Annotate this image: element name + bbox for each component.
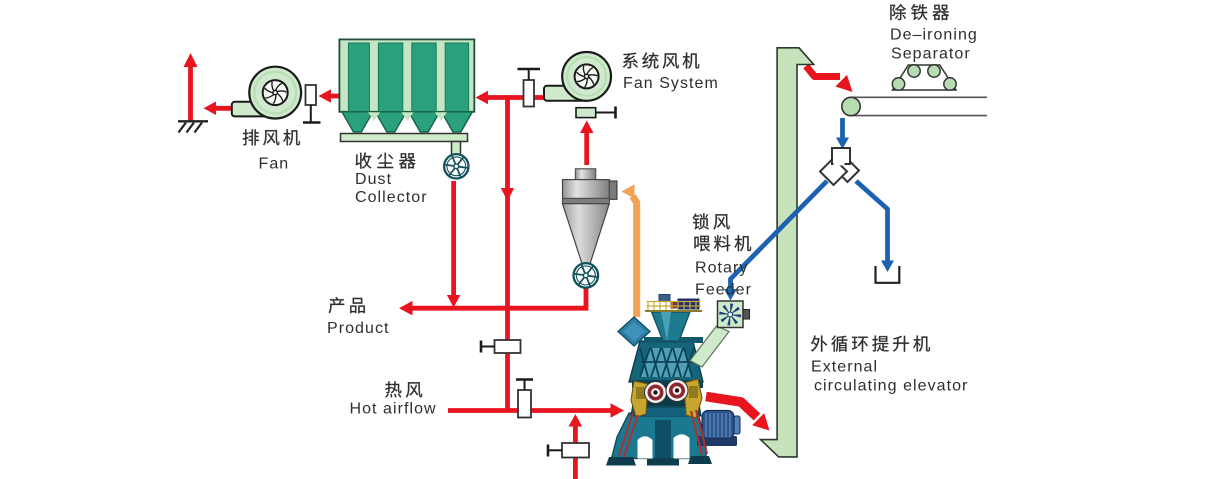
- svg-text:Fan System: Fan System: [623, 75, 719, 92]
- svg-text:Separator: Separator: [891, 46, 971, 63]
- svg-text:De–ironing: De–ironing: [890, 27, 978, 44]
- svg-text:Hot airflow: Hot airflow: [350, 401, 437, 418]
- svg-text:Fan: Fan: [259, 156, 290, 173]
- svg-text:External: External: [811, 359, 878, 376]
- svg-text:Product: Product: [327, 320, 390, 337]
- svg-text:Dust: Dust: [355, 171, 392, 188]
- svg-text:Rotary: Rotary: [695, 260, 748, 277]
- svg-text:Collector: Collector: [355, 189, 428, 206]
- svg-text:circulating elevator: circulating elevator: [814, 378, 968, 395]
- svg-text:Feeder: Feeder: [695, 281, 752, 298]
